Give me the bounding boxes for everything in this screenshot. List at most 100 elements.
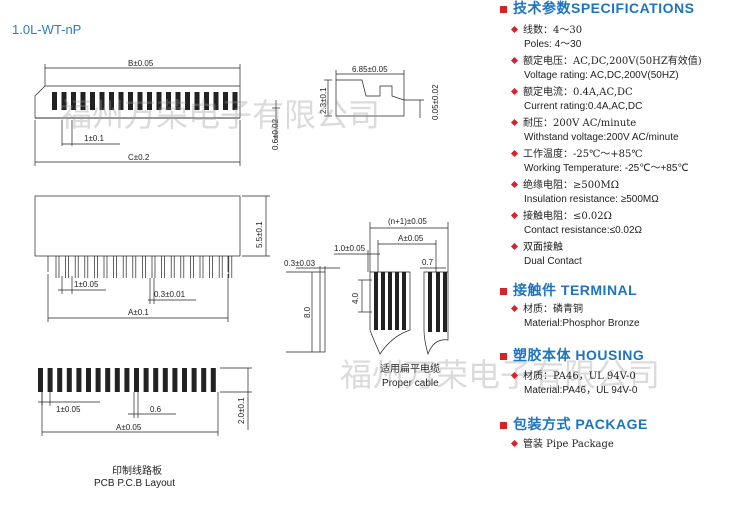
cable-conductor [395, 272, 399, 330]
contact-slot [223, 92, 228, 110]
dim-6-85: 6.85±0.05 [352, 65, 388, 74]
pcb-pad [172, 368, 178, 392]
contact-slot [71, 92, 76, 110]
diamond-bullet-icon [510, 87, 519, 95]
pcb-pad [210, 368, 216, 392]
pcb-pad [143, 368, 149, 392]
pcb-pad [105, 368, 111, 392]
contact-slot [175, 92, 181, 110]
pcb-pad [57, 368, 63, 392]
cable-top-view [334, 222, 449, 356]
spec-cn: 额定电流：0.4A,AC,DC [523, 87, 633, 98]
contact-slot [61, 92, 67, 110]
dim-1-0: 1.0±0.05 [334, 244, 366, 253]
spec-item: 绝缘电阻：≥500MΩ Insulation resistance: ≥500MΩ [510, 179, 659, 207]
contact-slot [166, 92, 171, 110]
contact-slot [204, 92, 209, 110]
dim-pcb-0-6: 0.6 [150, 405, 162, 414]
cable-label-cn: 适用扁平电缆 [380, 362, 440, 375]
cable-conductor [374, 272, 378, 330]
dim-pcb-pitch: 1±0.05 [56, 405, 81, 414]
housing-material: 材质：PA46，UL 94V-0 Material:PA46，UL 94V-0 [510, 370, 637, 398]
pcb-pad [153, 368, 159, 392]
pcb-label-cn: 印制线路板 [112, 464, 162, 477]
cable-conductor [388, 272, 392, 330]
contact-slot [156, 92, 162, 110]
red-square-icon [500, 352, 507, 360]
contact-slot [194, 92, 200, 110]
pcb-pad [114, 368, 120, 392]
spec-cn: 绝缘电阻：≥500MΩ [523, 180, 619, 191]
watermark-bottom: 福州万荣电子有限公司 [340, 356, 660, 394]
model-number: 1.0L-WT-nP [12, 22, 82, 37]
dim-pitch-front: 1±0.05 [74, 280, 99, 289]
pcb-pad [76, 368, 82, 392]
pcb-pad [86, 368, 91, 392]
cable-conductor [443, 272, 447, 332]
dim-a-cable: A±0.05 [398, 234, 424, 243]
section-specifications: 技术参数SPECIFICATIONS [500, 0, 694, 18]
cable-label-en: Proper cable [382, 378, 439, 389]
diamond-bullet-icon [510, 439, 519, 447]
dim-0-05: 0.05±0.02 [431, 84, 440, 120]
spec-en: Insulation resistance: ≥500MΩ [524, 194, 659, 205]
pcb-pad [47, 368, 53, 392]
spec-en: Withstand voltage:200V AC/minute [524, 132, 679, 143]
dim-0-6: 0.6±0.02 [271, 118, 280, 150]
diamond-bullet-icon [510, 242, 519, 250]
spec-en: Dual Contact [524, 256, 582, 267]
cable-conductor [428, 272, 432, 332]
red-square-icon [500, 421, 507, 429]
pcb-pad [191, 368, 197, 392]
diamond-bullet-icon [510, 149, 519, 157]
contact-slot [80, 92, 86, 110]
dim-8-0: 8.0 [303, 306, 312, 318]
dim-n1: (n+1)±0.05 [388, 217, 427, 226]
spec-cn: 工作温度：-25℃～+85℃ [523, 149, 643, 160]
pcb-pad [38, 368, 43, 392]
pcb-pad [95, 368, 101, 392]
section-terminal: 接触件 TERMINAL [500, 280, 637, 300]
dim-pcb-a: A±0.05 [116, 423, 142, 432]
cable-conductor [402, 272, 406, 330]
contact-slot [52, 92, 57, 110]
cable-side-view [286, 266, 340, 353]
pcb-layout [38, 367, 252, 436]
dim-b: B±0.05 [128, 59, 154, 68]
side-view [324, 70, 424, 118]
contact-slot [99, 92, 105, 110]
diamond-bullet-icon [510, 25, 519, 33]
pcb-pad [162, 368, 168, 392]
section-package: 包装方式 PACKAGE [500, 414, 648, 434]
spec-en: Contact resistance:≤0.02Ω [524, 225, 643, 236]
dim-c: C±0.2 [128, 153, 150, 162]
diamond-bullet-icon [510, 304, 519, 312]
section-housing: 塑胶本体 HOUSING [500, 345, 644, 365]
contact-slot [90, 92, 95, 110]
cable-conductor [381, 272, 385, 330]
spec-en: Working Temperature: -25℃～+85℃ [524, 163, 689, 174]
cable-conductor [436, 272, 440, 332]
pcb-pad [182, 368, 187, 392]
contact-slot [137, 92, 143, 110]
diamond-bullet-icon [510, 180, 519, 188]
dim-thickness: 0.3±0.03 [284, 259, 316, 268]
dim-pcb-2-0: 2.0±0.1 [237, 397, 246, 424]
red-square-icon [500, 287, 507, 295]
pcb-label-en: PCB P.C.B Layout [94, 478, 175, 489]
diamond-bullet-icon [510, 211, 519, 219]
spec-cn: 接触电阻：≤0.02Ω [523, 211, 612, 222]
spec-item: 额定电压：AC,DC,200V(50HZ有效值)Voltage rating: … [510, 55, 702, 83]
dim-2-3: 2.3±0.1 [319, 87, 328, 114]
red-square-icon [500, 5, 507, 13]
contact-slot [185, 92, 190, 110]
contact-slot [147, 92, 152, 110]
pcb-pad [134, 368, 139, 392]
terminal-material: 材质：磷青铜 Material:Phosphor Bronze [510, 303, 640, 331]
front-view [34, 195, 270, 322]
spec-item: 工作温度：-25℃～+85℃ Working Temperature: -25℃～… [510, 148, 689, 176]
contact-slot [128, 92, 133, 110]
contact-slot [213, 92, 219, 110]
